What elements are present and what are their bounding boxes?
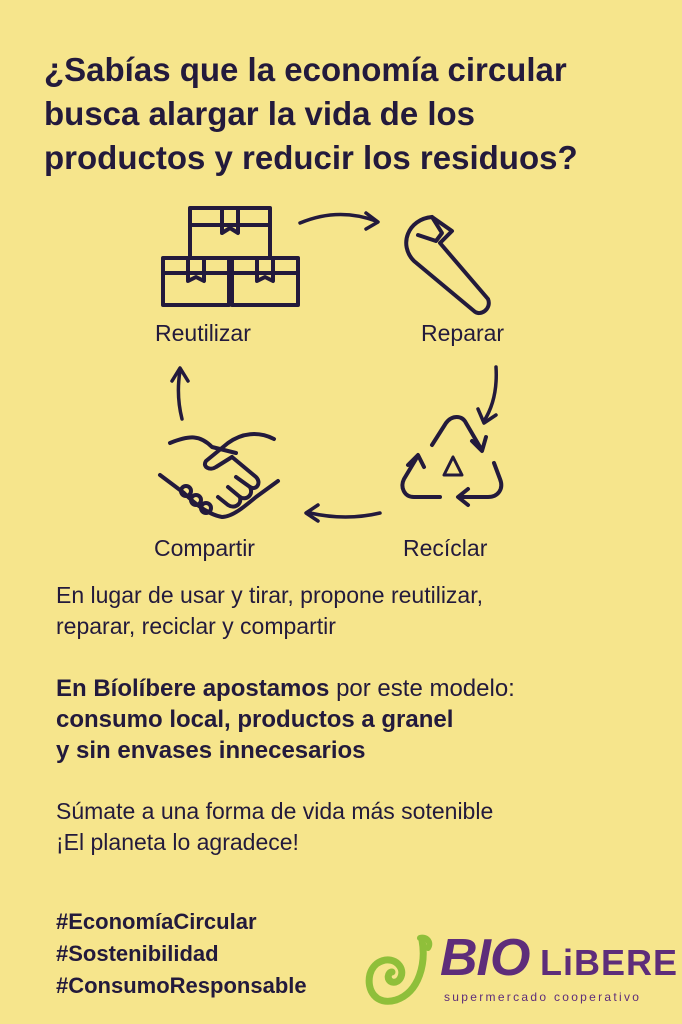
- logo-tagline: supermercado cooperativo: [444, 990, 642, 1004]
- step-label-share: Compartir: [154, 535, 255, 561]
- headline-line: busca alargar la vida de los: [44, 95, 476, 132]
- paragraph-text: por este modelo:: [329, 675, 515, 702]
- wrench-icon: [404, 215, 491, 316]
- headline-line: productos y reducir los residuos?: [44, 139, 578, 176]
- hashtag: #EconomíaCircular: [56, 909, 257, 934]
- handshake-icon: [158, 432, 280, 519]
- intro-paragraph: En lugar de usar y tirar, propone reutil…: [56, 580, 483, 642]
- arrow-down-icon: [482, 365, 498, 423]
- logo-bio-text: BIO: [440, 929, 530, 987]
- boxes-icon: [161, 206, 300, 307]
- headline-line: ¿Sabías que la economía circular: [44, 51, 567, 88]
- cycle-arrows: [170, 211, 498, 523]
- step-label-recycle: Recíclar: [403, 535, 488, 561]
- paragraph-line: consumo local, productos a granel: [56, 706, 454, 733]
- recycle-icon: [400, 415, 504, 507]
- paragraph-line: En lugar de usar y tirar, propone reutil…: [56, 582, 484, 608]
- paragraph-line: ¡El planeta lo agradece!: [56, 829, 299, 855]
- hashtag: #Sostenibilidad: [56, 941, 219, 966]
- logo-libere-text: LiBERE: [540, 942, 679, 983]
- paragraph-line: Súmate a una forma de vida más sotenible: [56, 798, 494, 824]
- hashtag: #ConsumoResponsable: [56, 973, 307, 998]
- brand-paragraph: En Bíolíbere apostamos por este modelo: …: [56, 673, 515, 766]
- arrow-left-icon: [308, 511, 382, 519]
- spiral-leaf-icon: [365, 934, 433, 1005]
- brand-statement: En Bíolíbere apostamos: [56, 675, 330, 702]
- circular-economy-cycle: Reutilizar Reparar Recíclar Compartir: [0, 195, 682, 575]
- paragraph-line: En Bíolíbere apostamos por este modelo:: [56, 673, 515, 704]
- paragraph-line: reparar, reciclar y compartir: [56, 613, 336, 639]
- biolibere-logo: BIO LiBERE supermercado cooperativo: [362, 929, 677, 1010]
- step-label-reuse: Reutilizar: [155, 320, 251, 346]
- arrow-right-icon: [298, 212, 378, 225]
- arrow-up-icon: [176, 369, 184, 421]
- closing-paragraph: Súmate a una forma de vida más sotenible…: [56, 796, 493, 858]
- step-label-repair: Reparar: [421, 320, 505, 346]
- cycle-diagram: [158, 206, 504, 523]
- hashtag-list: #EconomíaCircular #Sostenibilidad #Consu…: [56, 906, 307, 1002]
- paragraph-line: y sin envases innecesarios: [56, 737, 366, 764]
- headline: ¿Sabías que la economía circular busca a…: [44, 48, 654, 180]
